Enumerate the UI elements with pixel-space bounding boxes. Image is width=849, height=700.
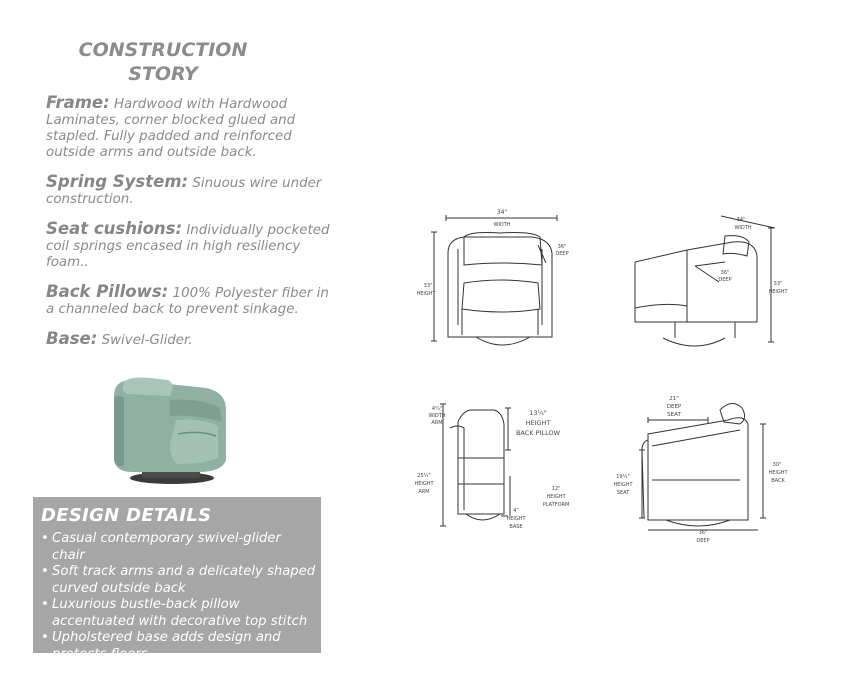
spec-text: Swivel-Glider. (101, 333, 193, 348)
list-item: •Soft track arms and a delicately shaped… (41, 564, 317, 597)
spec-text: 100% Polyester fiber in a channeled back… (46, 286, 329, 317)
arm-height-value: 25¼" (417, 473, 431, 479)
list-item-text: Luxurious bustle-back pillow accentuated… (52, 597, 308, 629)
profile-view-diagram: 21" DEEP SEAT 19¼" HEIGHT SEAT 30" HEIGH… (608, 390, 798, 545)
front-height-value: 33" (424, 283, 433, 289)
list-item: •Casual contemporary swivel-glider chair (41, 531, 317, 564)
back-height-label: HEIGHT (768, 470, 788, 476)
tq-deep-value: 36" (721, 270, 730, 276)
three-quarter-view-diagram: 34" WIDTH 36" DEEP 33" HEIGHT (625, 212, 795, 362)
spec-label: Seat cushions: (46, 219, 183, 238)
seat-deep-label: DEEP (667, 404, 682, 410)
tq-width-label: WIDTH (734, 225, 751, 231)
platform-height-label-2: PLATFORM (543, 502, 570, 508)
bullet: • (41, 531, 49, 546)
arm-height-label: HEIGHT (414, 481, 434, 487)
bullet: • (41, 630, 49, 645)
spec-seat-cushions: Seat cushions: Individually pocketed coi… (46, 219, 336, 271)
spec-label: Frame: (46, 93, 110, 112)
title-line-1: CONSTRUCTION (78, 39, 248, 61)
tq-height-value: 33" (774, 281, 783, 287)
base-height-label: HEIGHT (506, 516, 526, 522)
arm-height-label-2: ARM (418, 489, 429, 495)
seat-deep-label-2: SEAT (667, 412, 681, 418)
design-details-list: •Casual contemporary swivel-glider chair… (41, 531, 317, 663)
design-details-title: DESIGN DETAILS (41, 505, 212, 526)
pillow-height-label: HEIGHT (526, 419, 551, 427)
front-width-value: 34" (497, 209, 508, 216)
spec-label: Back Pillows: (46, 282, 169, 301)
spec-text: Individually pocketed coil springs encas… (46, 223, 330, 270)
chair-photo (110, 374, 234, 486)
seat-deep-value: 21" (669, 396, 679, 402)
profile-deep-value: 36" (699, 530, 708, 536)
seat-height-label-2: SEAT (617, 490, 630, 496)
front-deep-value: 36" (558, 244, 567, 250)
list-item: •Upholstered base adds design and protec… (41, 630, 317, 663)
platform-height-value: 12" (552, 486, 561, 492)
construction-story-title: CONSTRUCTION STORY (40, 38, 286, 86)
base-height-value: 4" (513, 508, 518, 514)
bullet: • (41, 564, 49, 579)
spec-text: Sinuous wire under construction. (46, 176, 322, 207)
side-view-diagram: 4¼" WIDTH ARM 13¼" HEIGHT BACK PILLOW 25… (410, 398, 585, 538)
base-height-label-2: BASE (509, 524, 522, 530)
title-line-2: STORY (128, 63, 198, 85)
spec-back-pillows: Back Pillows: 100% Polyester fiber in a … (46, 282, 336, 318)
front-width-label: WIDTH (493, 222, 510, 228)
seat-height-label: HEIGHT (613, 482, 633, 488)
front-view-diagram: 34" WIDTH 36" DEEP 33" HEIGHT (412, 205, 582, 355)
back-height-label-2: BACK (771, 478, 785, 484)
bullet: • (41, 597, 49, 612)
spec-frame: Frame: Hardwood with Hardwood Laminates,… (46, 93, 336, 161)
list-item-text: Soft track arms and a delicately shaped … (52, 564, 316, 596)
front-deep-label: DEEP (555, 251, 568, 257)
back-height-value: 30" (773, 462, 782, 468)
tq-width-value: 34" (737, 217, 746, 223)
platform-height-label: HEIGHT (546, 494, 566, 500)
arm-width-label-2: ARM (431, 420, 442, 426)
seat-height-value: 19¼" (616, 474, 630, 480)
arm-width-value: 4¼" (432, 406, 442, 412)
arm-width-label: WIDTH (428, 413, 445, 419)
spec-label: Base: (46, 329, 98, 348)
list-item-text: Casual contemporary swivel-glider chair (52, 531, 281, 563)
spec-label: Spring System: (46, 172, 189, 191)
front-height-label: HEIGHT (416, 291, 436, 297)
pillow-height-value: 13¼" (529, 409, 547, 417)
spec-spring-system: Spring System: Sinuous wire under constr… (46, 172, 336, 208)
list-item-text: Upholstered base adds design and protect… (52, 630, 281, 662)
profile-deep-label: DEEP (696, 538, 709, 544)
list-item: •Luxurious bustle-back pillow accentuate… (41, 597, 317, 630)
pillow-height-label-2: BACK PILLOW (516, 429, 561, 437)
construction-specs: Frame: Hardwood with Hardwood Laminates,… (46, 93, 336, 362)
spec-base: Base: Swivel-Glider. (46, 329, 336, 349)
spec-text: Hardwood with Hardwood Laminates, corner… (46, 97, 296, 160)
tq-deep-label: DEEP (718, 277, 731, 283)
tq-height-label: HEIGHT (768, 289, 788, 295)
design-details-panel: DESIGN DETAILS •Casual contemporary swiv… (33, 497, 321, 662)
